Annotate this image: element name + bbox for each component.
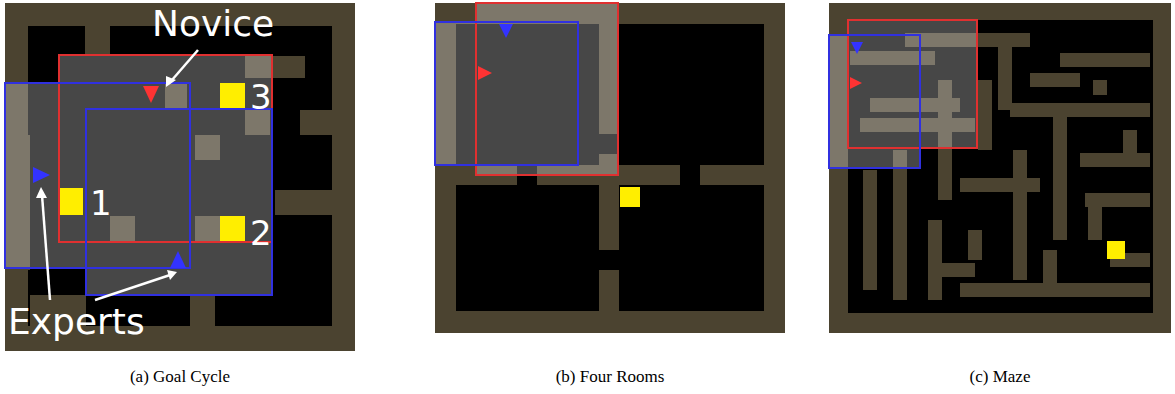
- callout-number: 1: [90, 186, 112, 220]
- panel-caption: (c) Maze: [970, 368, 1031, 385]
- callout-number: 3: [250, 80, 272, 114]
- callout-label: Novice: [152, 6, 274, 42]
- panel-caption: (b) Four Rooms: [556, 368, 665, 385]
- callout-number: 2: [250, 216, 272, 250]
- callout-label: Experts: [8, 304, 145, 340]
- panel-caption: (a) Goal Cycle: [130, 368, 230, 385]
